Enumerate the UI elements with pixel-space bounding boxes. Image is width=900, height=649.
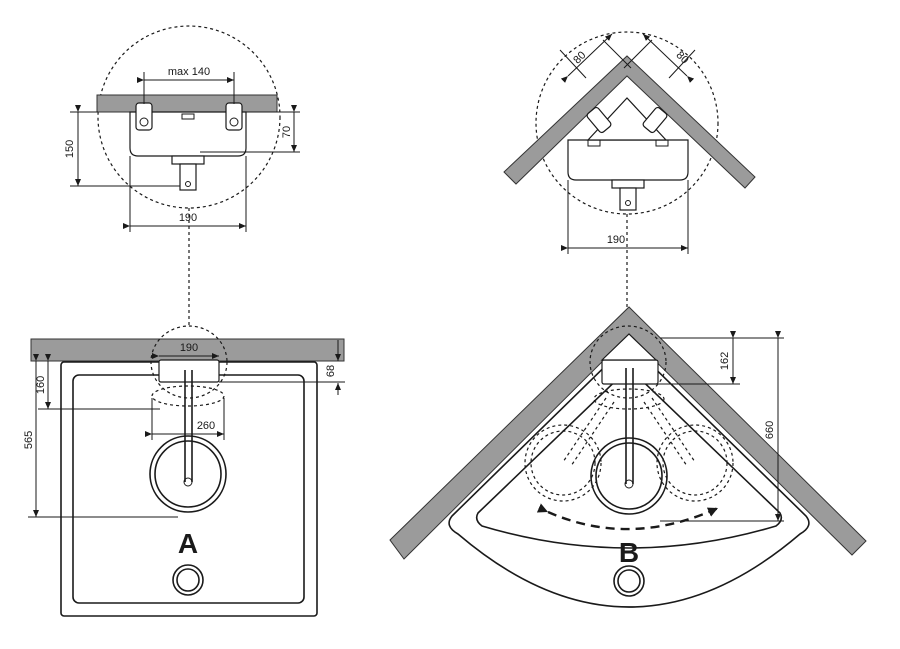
- detail-a-max-width-label: max 140: [168, 66, 210, 78]
- detail-a-faucet-body: [129, 111, 247, 157]
- detail-b-width-label: 190: [607, 234, 625, 246]
- view-b-swing-arrow: [536, 503, 719, 531]
- detail-a: max 140 150 70 190: [64, 25, 300, 327]
- detail-a-width-label: 190: [179, 212, 197, 224]
- view-a-letter: A: [178, 528, 198, 559]
- detail-b-right-offset-label: 80: [674, 49, 691, 66]
- view-a-bowl-outer: [149, 435, 227, 513]
- view-a-aerator: [151, 385, 225, 407]
- detail-b-magnifier-circle: [535, 31, 719, 215]
- view-b-bowl-inner: [595, 442, 663, 510]
- view-b-letter: B: [619, 537, 639, 568]
- detail-a-depth-total-label: 150: [64, 140, 76, 158]
- detail-b: 80 80 190: [503, 31, 756, 330]
- view-b-swing-left-bowl: [524, 424, 602, 502]
- view-a-drain-outer: [172, 564, 204, 596]
- view-b-drain-inner: [617, 569, 641, 593]
- view-a-bowl-inner: [154, 440, 222, 508]
- view-b-basin-outer: [448, 341, 810, 608]
- view-b-faucet-body: [601, 359, 659, 385]
- detail-a-wall: [96, 94, 278, 113]
- view-b-wall: [389, 306, 867, 560]
- view-b-depth-short-label: 162: [719, 352, 731, 370]
- view-b-basin-inner: [475, 366, 783, 549]
- view-a-depth-short-label: 160: [35, 376, 47, 394]
- detail-a-spout: [179, 163, 197, 191]
- detail-a-magnifier-circle: [97, 25, 281, 209]
- view-a-magnifier-circle: [150, 325, 228, 399]
- view-a-basin-outer: [60, 361, 318, 617]
- detail-b-wall: [503, 55, 756, 189]
- detail-b-faucet-body: [567, 139, 689, 181]
- view-b-aerator: [593, 388, 665, 410]
- view-b-bowl-outer: [590, 437, 668, 515]
- view-a: 190 68 160 565 260 A: [23, 325, 345, 617]
- view-b-depth-long-label: 660: [764, 421, 776, 439]
- detail-a-spout-collar: [171, 155, 205, 165]
- view-b-swing-right-bowl: [656, 424, 734, 502]
- detail-b-left-offset-label: 80: [571, 49, 588, 66]
- view-a-depth-long-label: 565: [23, 431, 35, 449]
- view-a-drain-inner: [176, 568, 200, 592]
- view-a-width-label: 190: [180, 342, 198, 354]
- detail-b-spout-collar: [611, 179, 645, 189]
- view-b-drain-outer: [613, 565, 645, 597]
- detail-a-depth-pipe-label: 70: [281, 126, 293, 138]
- detail-b-spout: [619, 187, 637, 211]
- view-b: 162 660 B: [389, 306, 867, 608]
- view-a-basin-width-label: 260: [197, 420, 215, 432]
- view-a-wall-offset-label: 68: [325, 365, 337, 377]
- view-b-magnifier-circle: [589, 325, 667, 399]
- view-a-faucet-body: [158, 359, 220, 383]
